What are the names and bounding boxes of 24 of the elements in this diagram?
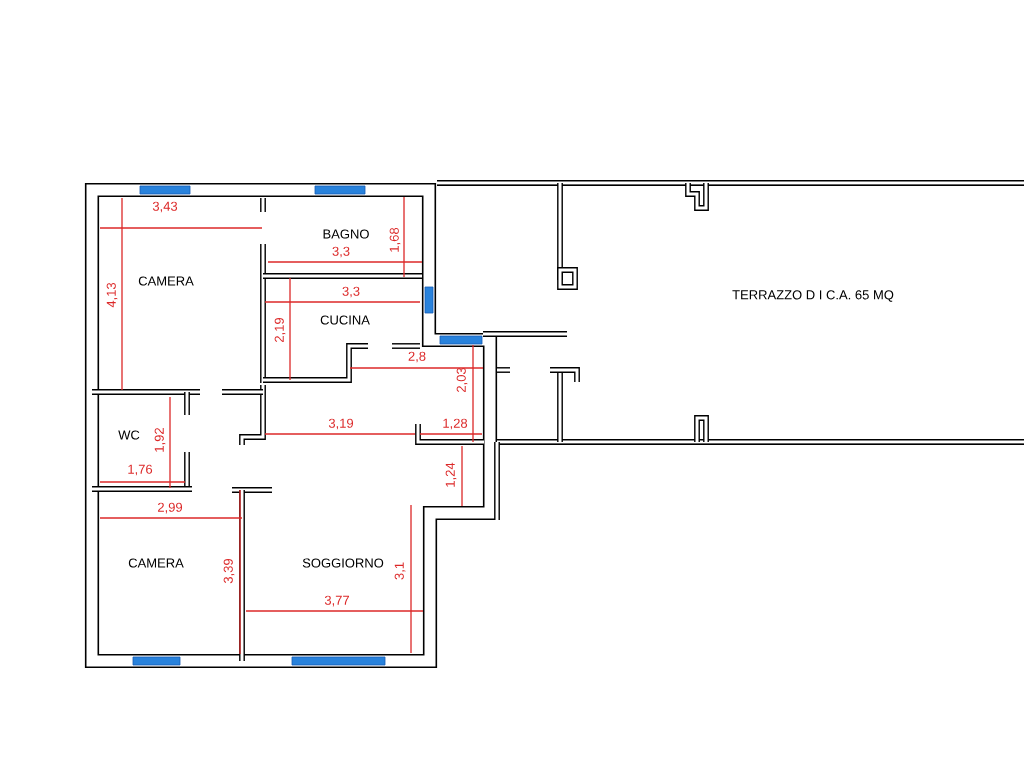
dimension-label: 2,8 bbox=[408, 351, 426, 363]
dimension-label: 1,68 bbox=[389, 227, 401, 252]
dimension-label: 3,3 bbox=[342, 286, 360, 298]
dimension-label: 2,03 bbox=[456, 367, 468, 392]
dimension-label: 3,1 bbox=[394, 562, 406, 580]
dimension-label: 3,77 bbox=[324, 595, 349, 607]
dimension-label: 1,28 bbox=[443, 418, 468, 430]
room-label: TERRAZZO D I C.A. 65 MQ bbox=[732, 290, 894, 302]
dimension-label: 3,19 bbox=[328, 418, 354, 430]
room-label: SOGGIORNO bbox=[302, 558, 384, 568]
room-label: CUCINA bbox=[320, 315, 370, 325]
dimension-label: 3,3 bbox=[332, 246, 350, 258]
room-label: CAMERA bbox=[138, 276, 194, 286]
dimension-label: 2,99 bbox=[158, 502, 183, 514]
room-label: WC bbox=[118, 430, 140, 440]
dimension-label: 1,24 bbox=[445, 462, 457, 487]
dimension-label: 4,13 bbox=[106, 282, 118, 308]
room-label: BAGNO bbox=[323, 229, 369, 239]
dimension-label: 1,92 bbox=[154, 428, 166, 452]
dimension-label: 2,19 bbox=[274, 317, 286, 342]
room-label: CAMERA bbox=[128, 558, 184, 568]
dimension-label: 3,43 bbox=[152, 201, 178, 213]
dimension-label: 3,39 bbox=[223, 558, 235, 584]
dimension-label: 1,76 bbox=[128, 464, 153, 476]
